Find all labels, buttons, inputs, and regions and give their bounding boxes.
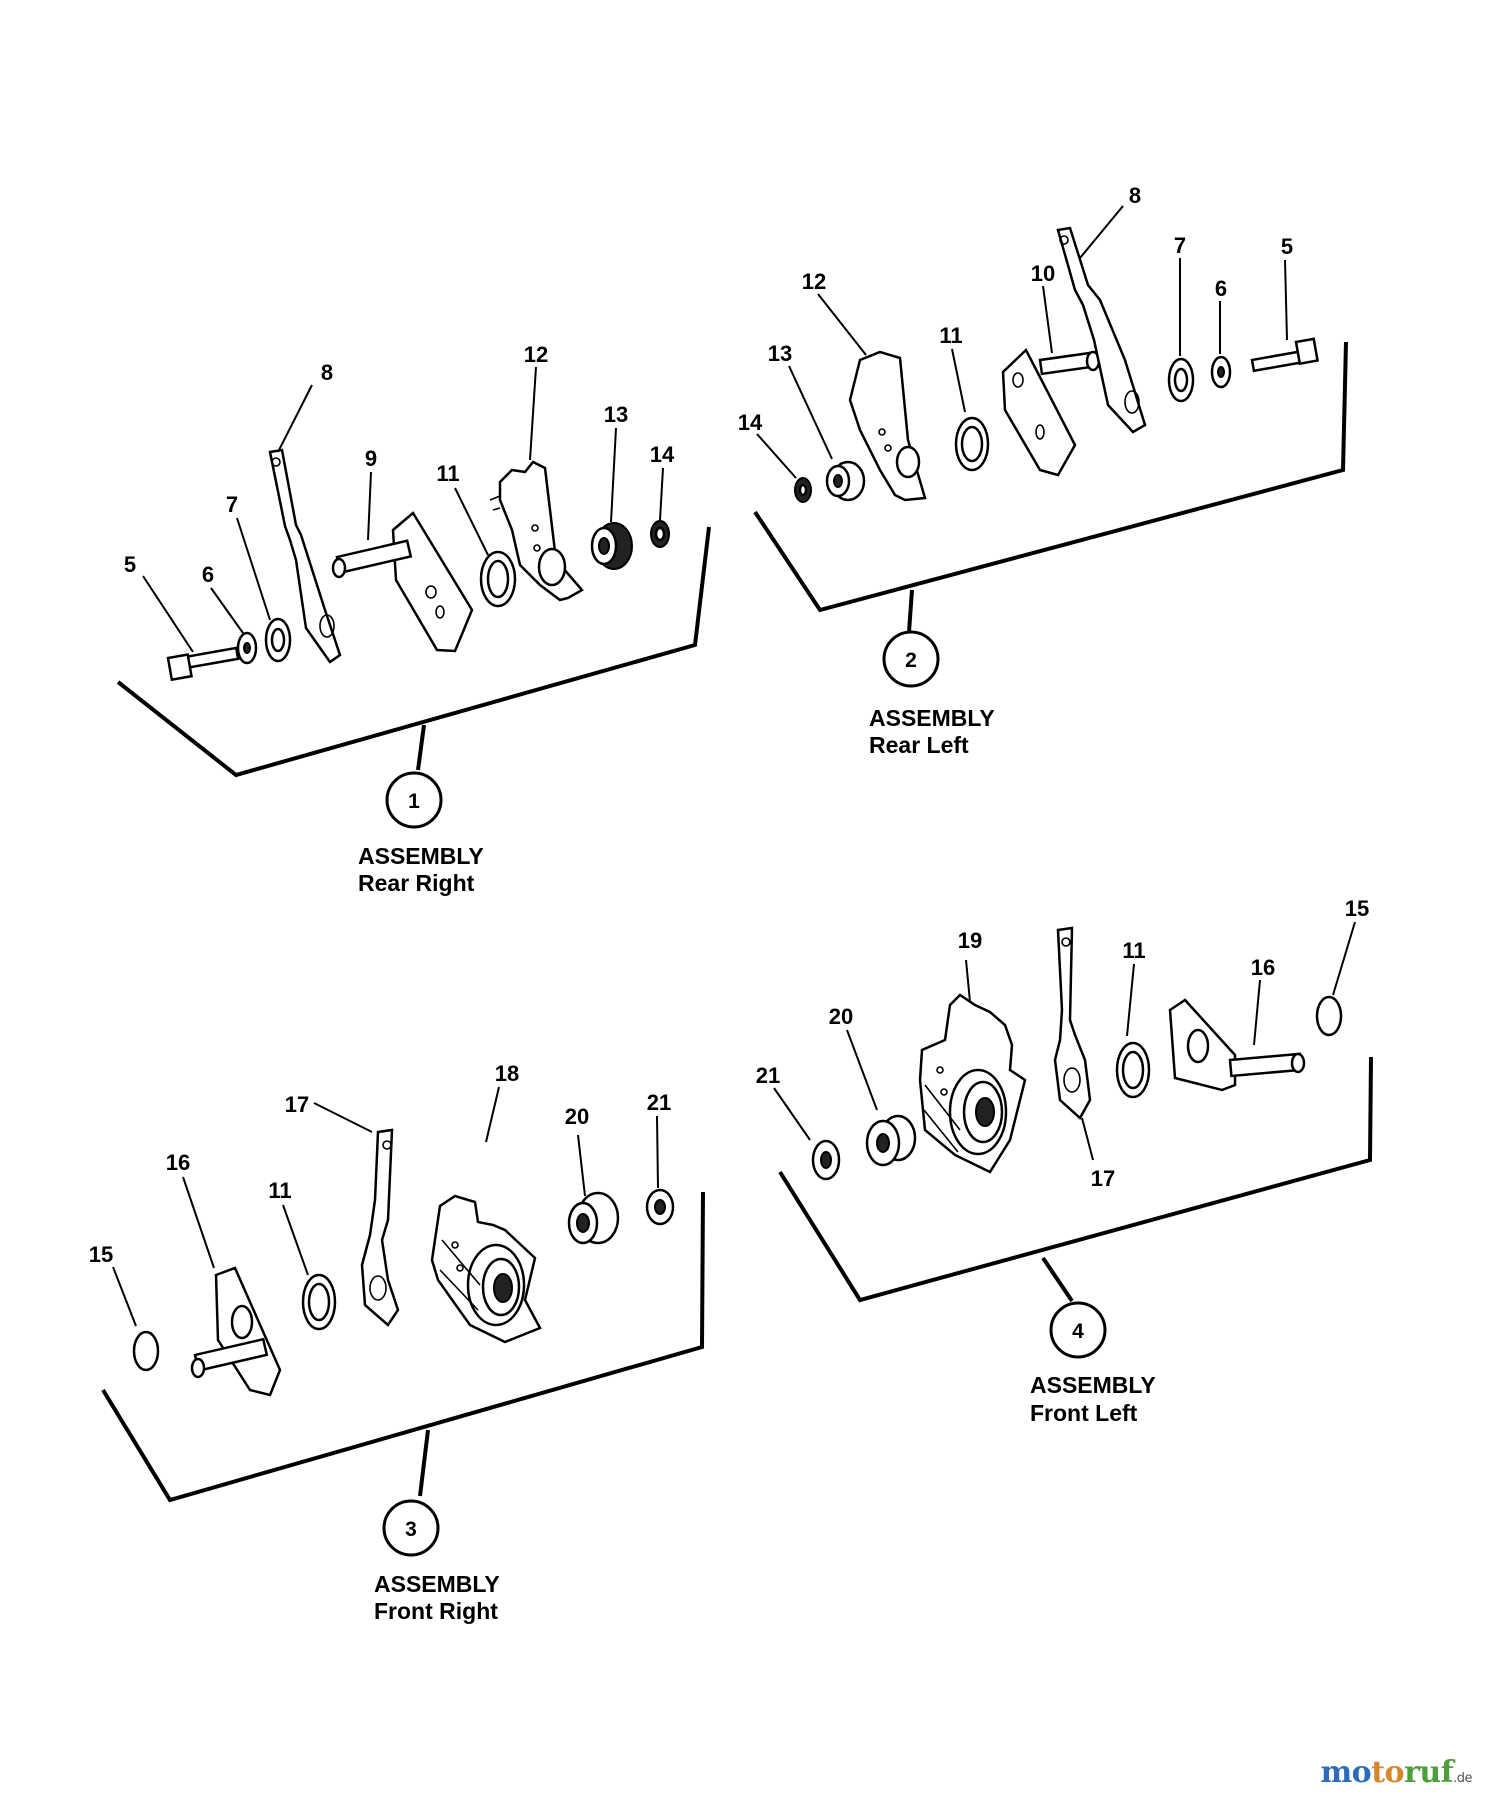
assembly-number-circle [882,630,940,688]
assembly-rear-right: 1 ASSEMBLY Rear Right [116,342,711,896]
assembly-title: ASSEMBLY [1030,1372,1156,1398]
part-cam-plate [430,1194,542,1344]
callout-label: 15 [89,1242,113,1267]
part-retaining-ring [1315,995,1343,1037]
callout-label: 21 [647,1090,671,1115]
assembly-subtitle: Front Right [374,1598,498,1624]
assembly-title: ASSEMBLY [358,843,484,869]
assembly-number: 2 [905,649,917,672]
callout-label: 20 [829,1004,853,1029]
assembly-bracket [116,526,711,778]
watermark-logo: motoruf.de [1320,1755,1472,1790]
callout-label: 14 [738,410,763,435]
part-bushing [567,1191,620,1245]
part-bolt [166,646,240,682]
callout-label: 5 [1281,234,1293,259]
part-washer [1167,357,1195,403]
part-spacer-ring [954,416,990,472]
assembly-subtitle: Rear Right [358,870,475,896]
part-bushing [825,460,866,502]
callout-label: 21 [756,1063,780,1088]
part-spacer-ring [1115,1041,1151,1099]
part-bolt [1250,337,1319,373]
assembly-number: 1 [408,790,420,813]
callout-label: 8 [321,360,333,385]
part-washer-small [1210,355,1232,389]
assembly-title: ASSEMBLY [869,705,995,731]
callout-label: 20 [565,1104,589,1129]
assembly-bracket [101,1191,705,1503]
callout-label: 10 [1031,261,1055,286]
assembly-subtitle: Rear Left [869,732,969,758]
part-spacer-ring [479,550,517,608]
part-spacer-ring [301,1273,337,1331]
callout-label: 13 [604,402,628,427]
part-shaft-plate [190,1266,282,1397]
callout-label: 16 [1251,955,1275,980]
part-cam-plate [918,993,1027,1174]
part-bushing [865,1114,917,1167]
assembly-number-circle [385,771,443,829]
part-shaft-plate [1168,998,1306,1092]
callout-label: 12 [802,269,826,294]
callout-label: 13 [768,341,792,366]
part-shaft-plate [331,511,474,653]
callout-label: 11 [268,1178,291,1203]
assembly-front-right: 3 ASSEMBLY Front Right [89,1061,705,1624]
part-sector-plate [848,350,927,502]
assembly-number: 3 [405,1518,417,1541]
callout-label: 18 [495,1061,519,1086]
callout-label: 7 [1174,233,1186,258]
assembly-title: ASSEMBLY [374,1571,500,1597]
part-lever-arm [360,1128,400,1327]
callout-label: 16 [166,1150,190,1175]
part-bushing [590,522,633,570]
callout-label: 17 [1091,1166,1115,1191]
part-lever-arm [1056,226,1147,434]
assembly-number: 4 [1072,1320,1084,1343]
part-nut [794,477,812,503]
assembly-bracket [778,1056,1373,1303]
part-lever-arm [268,448,342,664]
assembly-front-left: 4 ASSEMBLY Front Left [756,896,1373,1426]
assembly-subtitle: Front Left [1030,1400,1138,1426]
assembly-rear-left: 2 ASSEMBLY Rear Left [738,183,1348,758]
callout-label: 17 [285,1092,309,1117]
part-nut [645,1188,675,1226]
callout-label: 6 [202,562,214,587]
assembly-number-circle [1049,1301,1107,1359]
callout-label: 9 [365,446,377,471]
callout-label: 14 [650,442,675,467]
part-washer-small [236,631,258,665]
part-sector-plate [489,460,584,602]
callout-label: 12 [524,342,548,367]
part-washer [264,617,292,663]
callout-label: 19 [958,928,982,953]
assembly-bracket [753,341,1348,613]
part-retaining-ring [132,1330,160,1372]
part-nut [811,1139,841,1181]
part-shaft-plate [1001,347,1101,477]
callout-label: 11 [939,323,962,348]
callout-label: 11 [1122,938,1145,963]
callout-label: 15 [1345,896,1369,921]
callout-label: 5 [124,552,136,577]
assembly-number-circle [382,1499,440,1557]
part-lever-arm [1053,926,1092,1120]
callout-label: 6 [1215,276,1227,301]
callout-label: 11 [436,461,459,486]
part-nut [650,520,670,548]
callout-label: 8 [1129,183,1141,208]
callout-label: 7 [226,492,238,517]
